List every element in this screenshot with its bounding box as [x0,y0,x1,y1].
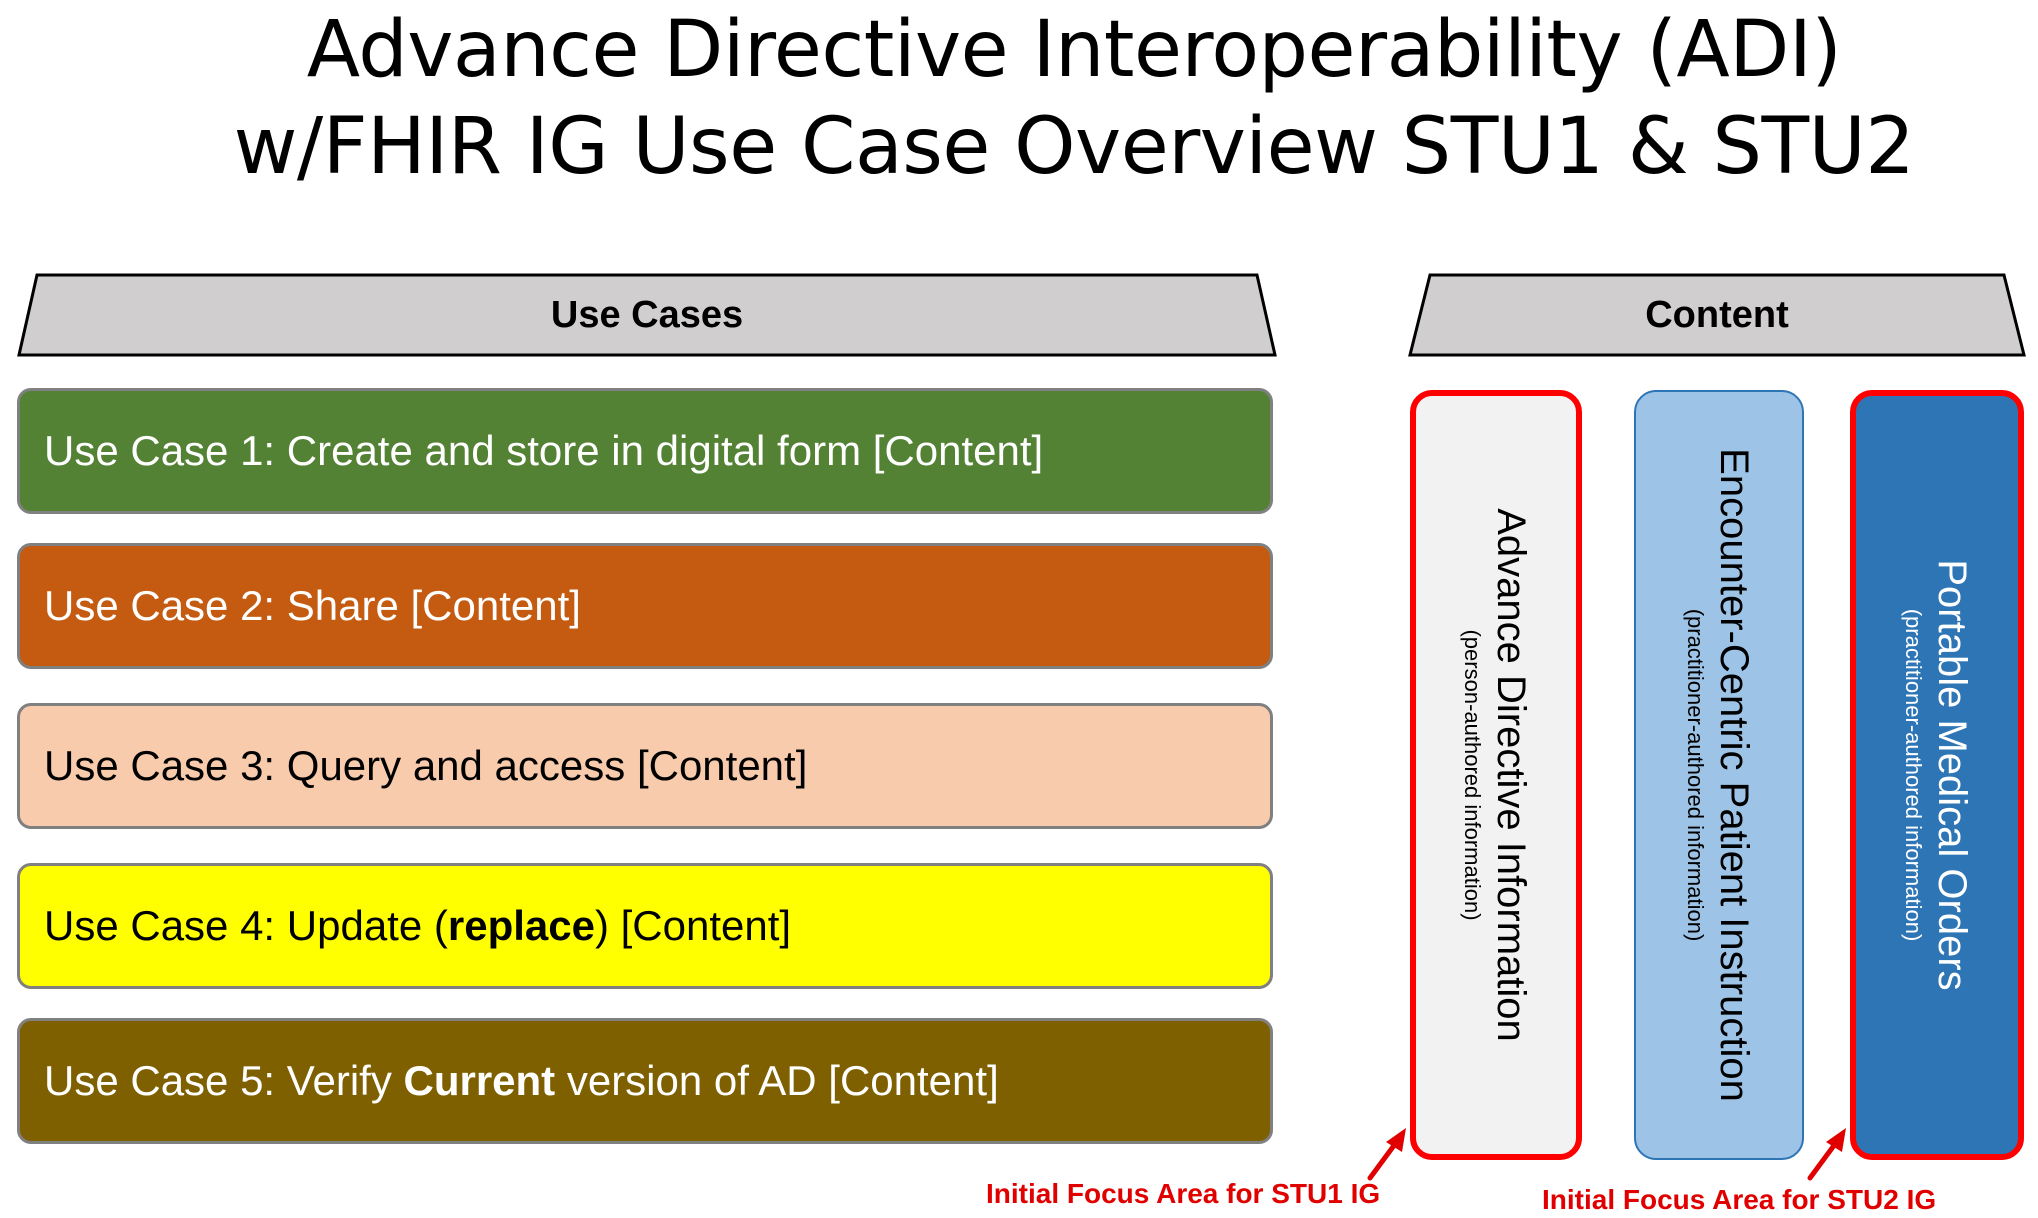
use-case-2-bar: Use Case 2: Share [Content] [17,543,1273,669]
use-case-3-bar: Use Case 3: Query and access [Content] [17,703,1273,829]
use-case-2-label: Use Case 2: Share [Content] [44,582,581,629]
use-case-4-label-bold: replace [447,902,595,949]
content-column-portable-medical-orders: Portable Medical Orders (practitioner-au… [1850,390,2024,1160]
use-case-5-label-bold: Current [403,1057,556,1104]
use-cases-header-label: Use Cases [550,293,744,336]
use-case-4-label-post: ) [Content] [594,902,792,949]
content-column-encounter-centric-title: Encounter-Centric Patient Instruction [1712,448,1756,1102]
use-cases-header: Use Cases [17,273,1277,357]
content-header-shape [1408,273,2026,357]
content-column-encounter-centric: Encounter-Centric Patient Instruction (p… [1634,390,1804,1160]
use-cases-header-shape [17,273,1277,357]
content-column-portable-medical-orders-subtitle: (practitioner-authored information) [1901,608,1926,942]
use-case-5-label-pre: Use Case 5: Verify [44,1057,404,1104]
use-case-3-label: Use Case 3: Query and access [Content] [44,742,808,789]
use-case-1-label: Use Case 1: Create and store in digital … [44,427,1044,474]
use-case-4-label-pre: Use Case 4: Update ( [44,902,448,949]
content-header-label: Content [1645,293,1789,336]
page-title: Advance Directive Interoperability (ADI)… [110,2,2038,196]
stu2-arrow-icon [1807,1128,1846,1181]
content-column-portable-medical-orders-text: Portable Medical Orders (practitioner-au… [1898,559,1976,990]
content-header: Content [1408,273,2026,357]
stu1-arrow-icon [1367,1128,1406,1181]
use-case-5-label: Use Case 5: Verify Current version of AD… [44,1057,999,1105]
content-column-advance-directive-title: Advance Directive Information [1489,508,1533,1042]
content-column-encounter-centric-subtitle: (practitioner-authored information) [1683,608,1708,942]
use-case-5-label-post: version of AD [Content] [555,1057,999,1104]
use-case-5-bar: Use Case 5: Verify Current version of AD… [17,1018,1273,1144]
use-case-4-bar: Use Case 4: Update (replace) [Content] [17,863,1273,989]
title-line-2: w/FHIR IG Use Case Overview STU1 & STU2 [233,102,1915,192]
stu1-focus-label: Initial Focus Area for STU1 IG [986,1178,1381,1209]
content-column-advance-directive-text: Advance Directive Information (person-au… [1457,508,1535,1042]
content-column-advance-directive: Advance Directive Information (person-au… [1410,390,1582,1160]
content-column-advance-directive-subtitle: (person-authored information) [1460,629,1485,921]
use-case-4-label: Use Case 4: Update (replace) [Content] [44,902,791,950]
use-case-1-bar: Use Case 1: Create and store in digital … [17,388,1273,514]
content-column-portable-medical-orders-title: Portable Medical Orders [1930,559,1974,991]
stu2-focus-label: Initial Focus Area for STU2 IG [1542,1184,1937,1215]
title-line-1: Advance Directive Interoperability (ADI) [306,5,1842,95]
content-column-encounter-centric-text: Encounter-Centric Patient Instruction (p… [1680,448,1758,1102]
